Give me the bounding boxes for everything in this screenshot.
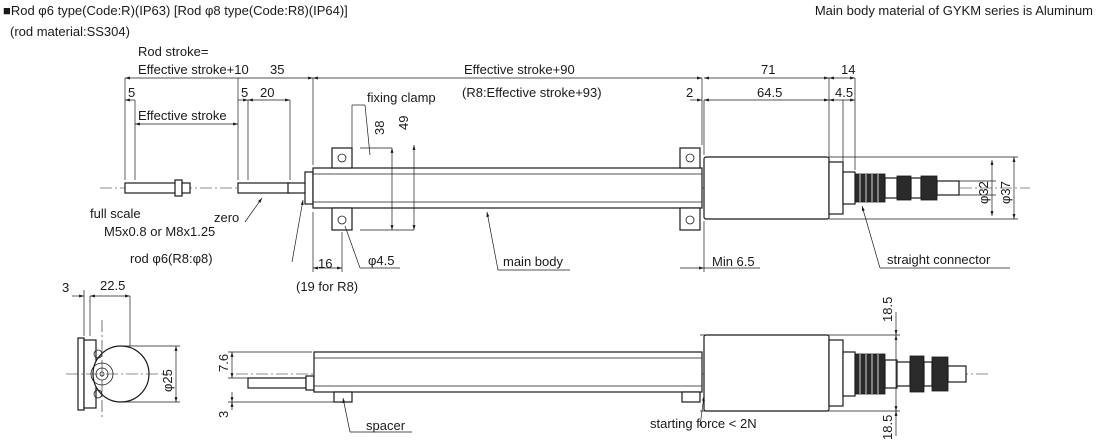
dim-35: 35 xyxy=(270,62,284,77)
dim-19-for-r8: (19 for R8) xyxy=(296,279,358,294)
dim-64-5: 64.5 xyxy=(757,85,782,100)
fixing-clamp-left-top xyxy=(331,147,353,169)
dim-phi-4-5: φ4.5 xyxy=(368,253,395,268)
spacer-left xyxy=(333,391,353,403)
full-scale-label: full scale xyxy=(90,206,141,221)
starting-force-label: starting force < 2N xyxy=(650,416,757,431)
dim-5-right: 5 xyxy=(241,85,248,100)
fixing-clamp-left-bottom xyxy=(331,207,353,231)
material-note: Main body material of GYKM series is Alu… xyxy=(815,3,1093,18)
dim-3-side: 3 xyxy=(216,411,231,418)
rod-label: rod φ6(R8:φ8) xyxy=(130,251,213,266)
dim-5-left: 5 xyxy=(128,85,135,100)
straight-connector-label: straight connector xyxy=(887,252,991,267)
dim-7-6: 7.6 xyxy=(216,354,231,372)
dim-2: 2 xyxy=(686,85,693,100)
dim-phi-25: φ25 xyxy=(160,369,175,392)
dim-phi-37: φ37 xyxy=(998,181,1013,204)
straight-connector xyxy=(842,171,960,205)
thread-label: M5x0.8 or M8x1.25 xyxy=(104,224,215,239)
spacer-right xyxy=(681,391,701,403)
dim-38: 38 xyxy=(372,121,387,135)
fixing-clamp-right-bottom xyxy=(679,207,701,231)
dim-r8-effective-stroke-93: (R8:Effective stroke+93) xyxy=(462,85,602,100)
dim-20: 20 xyxy=(260,85,274,100)
dim-71: 71 xyxy=(761,62,775,77)
main-body xyxy=(312,167,703,209)
drawing-title: ■Rod φ6 type(Code:R)(IP63) [Rod φ8 type(… xyxy=(3,3,348,18)
drawing-subtitle: (rod material:SS304) xyxy=(10,24,130,39)
dim-18-5-bottom: 18.5 xyxy=(880,415,895,440)
zero-label: zero xyxy=(214,210,239,225)
rod-stroke-label: Rod stroke= xyxy=(138,44,208,59)
dim-14: 14 xyxy=(841,62,855,77)
dim-3-end: 3 xyxy=(62,280,69,295)
dim-effective-stroke: Effective stroke xyxy=(138,108,227,123)
main-body-label: main body xyxy=(503,254,563,269)
fixing-clamp-right-top xyxy=(679,147,701,169)
dim-min-6-5: Min 6.5 xyxy=(712,254,755,269)
dim-16: 16 xyxy=(318,256,332,271)
head-housing xyxy=(703,156,830,220)
side-view xyxy=(228,312,990,436)
rod-full-scale xyxy=(124,182,178,194)
spacer-label: spacer xyxy=(366,418,406,433)
rod-zero xyxy=(237,182,291,194)
top-view xyxy=(100,76,1030,272)
dim-phi-32: φ32 xyxy=(976,181,991,204)
rod-stroke-value: Effective stroke+10 xyxy=(138,62,249,77)
fixing-clamp-label: fixing clamp xyxy=(367,90,436,105)
dim-22-5: 22.5 xyxy=(100,278,125,293)
dim-49: 49 xyxy=(396,116,411,130)
dim-effective-stroke-90: Effective stroke+90 xyxy=(464,62,575,77)
dim-18-5-top: 18.5 xyxy=(880,297,895,322)
end-view xyxy=(66,290,180,420)
dim-4-5: 4.5 xyxy=(835,85,853,100)
